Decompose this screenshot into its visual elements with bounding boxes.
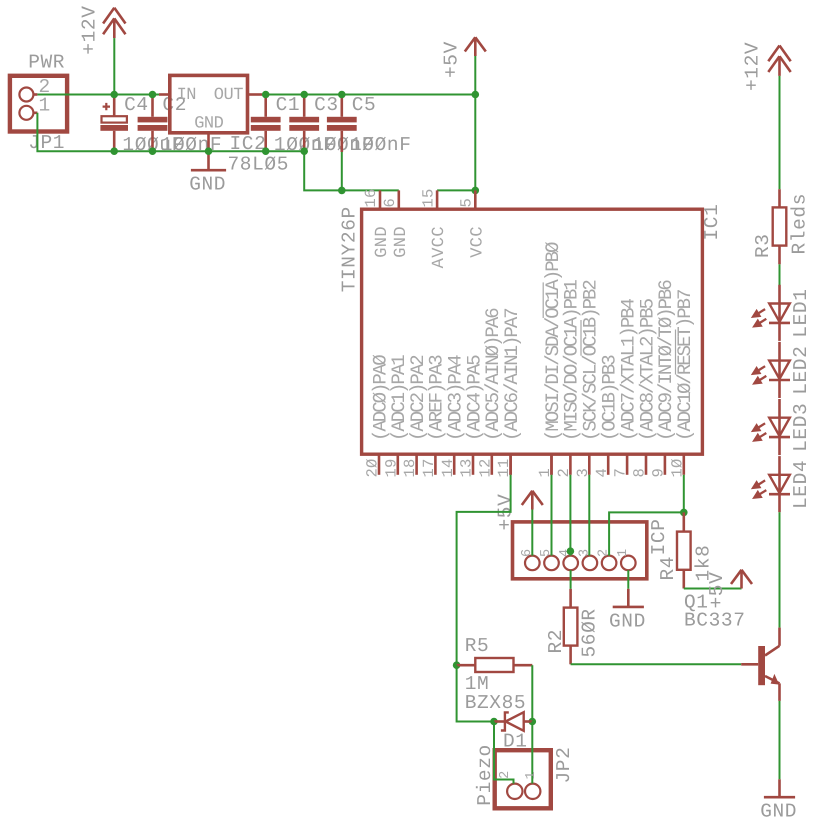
svg-text:15: 15 <box>419 188 437 207</box>
svg-text:2: 2 <box>498 771 513 779</box>
svg-text:4: 4 <box>558 549 573 557</box>
svg-text:(ADC9/INTØ/TØ)PB6: (ADC9/INTØ/TØ)PB6 <box>655 280 677 441</box>
svg-text:4: 4 <box>593 468 611 478</box>
svg-text:BZX85: BZX85 <box>465 692 527 714</box>
svg-text:Q1: Q1 <box>684 592 709 614</box>
svg-text:17: 17 <box>420 458 438 477</box>
svg-text:1: 1 <box>536 468 554 478</box>
svg-text:1: 1 <box>39 95 51 117</box>
svg-text:1ØØnF: 1ØØnF <box>350 134 412 156</box>
svg-text:GND: GND <box>609 610 646 632</box>
svg-text:(ADC4)PA5: (ADC4)PA5 <box>463 355 485 441</box>
svg-text:+12V: +12V <box>78 5 100 54</box>
svg-text:6: 6 <box>381 198 399 208</box>
svg-text:VCC: VCC <box>468 226 487 258</box>
svg-text:7: 7 <box>612 468 630 478</box>
svg-text:JP2: JP2 <box>553 747 575 784</box>
svg-text:(ADC6/AIN1)PA7: (ADC6/AIN1)PA7 <box>501 309 523 441</box>
svg-text:13: 13 <box>458 458 476 477</box>
svg-text:D1: D1 <box>503 731 528 753</box>
svg-text:(OC1B)PB3: (OC1B)PB3 <box>599 355 621 441</box>
svg-text:BC337: BC337 <box>684 610 746 632</box>
svg-text:C5: C5 <box>352 94 377 116</box>
svg-text:1Ø: 1Ø <box>668 458 686 477</box>
svg-text:16: 16 <box>362 188 380 207</box>
svg-text:C3: C3 <box>314 94 339 116</box>
svg-text:LED4: LED4 <box>790 460 812 509</box>
svg-text:GND: GND <box>760 801 797 823</box>
svg-text:PWR: PWR <box>28 52 65 74</box>
svg-text:2: 2 <box>39 76 51 98</box>
svg-text:1: 1 <box>616 549 631 557</box>
svg-text:(ADC5/AINØ)PA6: (ADC5/AINØ)PA6 <box>482 308 504 441</box>
svg-text:1: 1 <box>524 771 539 779</box>
svg-text:Rleds: Rleds <box>789 193 811 255</box>
svg-text:(ADC8/XTAL2)PB5: (ADC8/XTAL2)PB5 <box>636 298 658 441</box>
svg-text:(MISO/DO/OC1A)PB1: (MISO/DO/OC1A)PB1 <box>561 280 583 441</box>
svg-text:18: 18 <box>401 458 419 477</box>
svg-text:5: 5 <box>539 549 554 557</box>
svg-text:(MOSI/DI/SDA/OC1A)PBØ: (MOSI/DI/SDA/OC1A)PBØ <box>542 242 564 441</box>
svg-text:(ADC3)PA4: (ADC3)PA4 <box>445 355 467 441</box>
svg-text:+5V: +5V <box>706 572 728 609</box>
svg-text:GND: GND <box>189 174 226 196</box>
svg-text:(ADC1)PA1: (ADC1)PA1 <box>388 355 410 441</box>
svg-text:2: 2 <box>555 468 573 478</box>
svg-text:GND: GND <box>392 226 411 258</box>
svg-text:9: 9 <box>650 468 668 478</box>
svg-text:2: 2 <box>597 549 612 557</box>
svg-text:AVCC: AVCC <box>430 226 449 268</box>
svg-text:GND: GND <box>194 115 223 134</box>
svg-text:5: 5 <box>458 198 476 208</box>
svg-text:R4: R4 <box>657 556 679 581</box>
svg-text:LED1: LED1 <box>790 288 812 337</box>
svg-text:56ØR: 56ØR <box>579 608 601 657</box>
svg-text:11: 11 <box>495 458 513 477</box>
svg-text:IC1: IC1 <box>701 204 723 241</box>
svg-text:+5V: +5V <box>441 41 463 78</box>
svg-text:(ADC1Ø/RESET)PB7: (ADC1Ø/RESET)PB7 <box>674 290 696 441</box>
svg-text:(ADCØ)PAØ: (ADCØ)PAØ <box>369 355 391 441</box>
svg-text:OUT: OUT <box>214 86 243 105</box>
svg-text:8: 8 <box>631 468 649 478</box>
svg-text:Piezo: Piezo <box>474 744 496 806</box>
svg-text:(AREF)PA3: (AREF)PA3 <box>426 355 448 441</box>
svg-text:IC2: IC2 <box>230 133 267 155</box>
svg-text:ICP: ICP <box>648 518 670 555</box>
svg-text:1ØØnF: 1ØØnF <box>161 134 223 156</box>
svg-text:19: 19 <box>382 458 400 477</box>
svg-text:78LØ5: 78LØ5 <box>228 154 290 176</box>
svg-text:C1: C1 <box>276 94 301 116</box>
svg-text:LED3: LED3 <box>790 403 812 452</box>
svg-text:+12V: +12V <box>742 42 764 91</box>
svg-text:1M: 1M <box>465 673 490 695</box>
svg-text:(SCK/SCL/OC1B)PB2: (SCK/SCL/OC1B)PB2 <box>580 280 602 441</box>
svg-text:3: 3 <box>574 468 592 478</box>
svg-text:C4: C4 <box>124 94 149 116</box>
svg-text:R2: R2 <box>545 629 567 654</box>
svg-text:1k8: 1k8 <box>692 545 714 582</box>
svg-text:(ADC2)PA2: (ADC2)PA2 <box>407 355 429 441</box>
svg-text:R3: R3 <box>752 233 774 258</box>
svg-text:GND: GND <box>373 226 392 258</box>
svg-text:LED2: LED2 <box>790 346 812 395</box>
svg-text:6: 6 <box>520 549 535 557</box>
svg-text:(ADC7/XTAL1)PB4: (ADC7/XTAL1)PB4 <box>617 298 639 441</box>
svg-text:R5: R5 <box>465 635 490 657</box>
svg-text:12: 12 <box>476 458 494 477</box>
svg-text:2Ø: 2Ø <box>364 458 382 477</box>
svg-text:TINY26P: TINY26P <box>338 206 360 292</box>
svg-text:3: 3 <box>577 549 592 557</box>
svg-text:IN: IN <box>177 86 196 105</box>
svg-text:14: 14 <box>439 458 457 477</box>
